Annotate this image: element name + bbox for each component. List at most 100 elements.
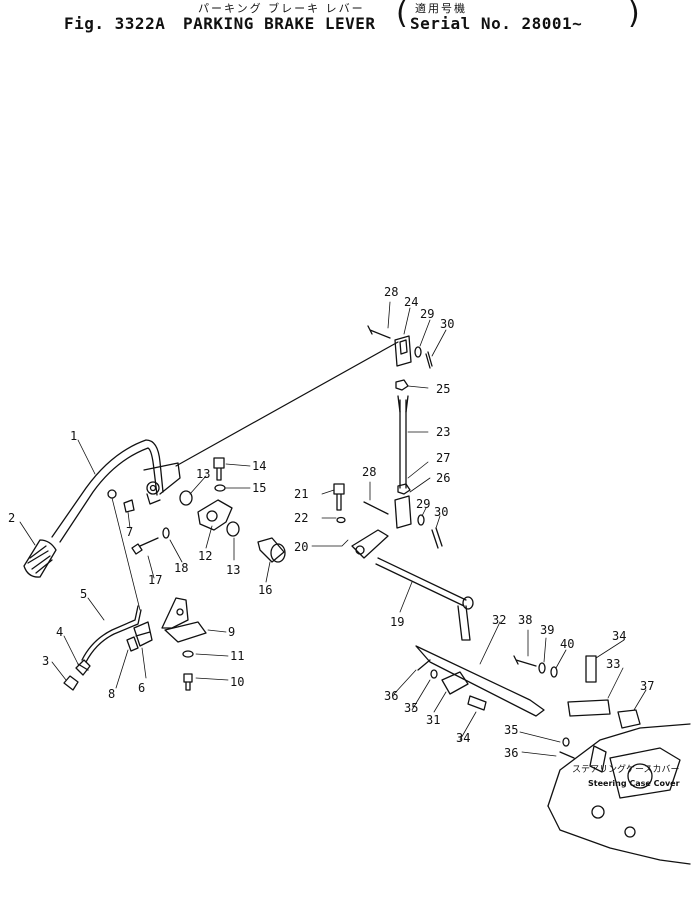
clevis-pin-part (467, 695, 487, 711)
grip-part (23, 539, 57, 578)
callout-38: 38 (518, 613, 532, 627)
callout-14: 14 (252, 459, 266, 473)
callout-27: 27 (436, 451, 450, 465)
figure-number: Fig. 3322A (64, 14, 166, 33)
callout-30-upper: 30 (440, 317, 454, 331)
callout-39: 39 (540, 623, 554, 637)
nut-part (397, 483, 411, 495)
pin-part (123, 499, 135, 513)
washer-part (162, 527, 170, 539)
pivot-pin-part (617, 709, 641, 729)
bolt-part (183, 673, 193, 691)
bushing-part (179, 490, 240, 537)
callout-13-lower: 13 (226, 563, 240, 577)
callout-36-right: 36 (504, 746, 518, 760)
callout-labels: 1 2 3 4 5 6 7 8 9 10 11 12 13 13 14 15 1… (8, 285, 680, 788)
callout-17: 17 (148, 573, 162, 587)
callout-35-left: 35 (404, 701, 418, 715)
callout-2: 2 (8, 511, 15, 525)
washer-part (214, 484, 226, 492)
callout-16: 16 (258, 583, 272, 597)
callout-35-right: 35 (504, 723, 518, 737)
callout-36-left: 36 (384, 689, 398, 703)
callout-26: 26 (436, 471, 450, 485)
title-japanese: パーキング ブレーキ レバー (198, 2, 365, 15)
reference-label-english: Steering Case Cover (588, 779, 680, 788)
page-title: PARKING BRAKE LEVER (183, 14, 376, 33)
serial-number: Serial No. 28001~ (410, 14, 583, 33)
reference-label-japanese: ステアリングケースカバー (572, 763, 680, 775)
callout-15: 15 (252, 481, 266, 495)
cotter-pin-part (425, 351, 433, 369)
yoke-part (394, 495, 412, 529)
callout-13-upper: 13 (196, 467, 210, 481)
support-bracket-part (197, 499, 233, 531)
callout-20: 20 (294, 540, 308, 554)
clevis-part (133, 621, 153, 647)
pin-part (126, 636, 139, 652)
lever-arm-part (351, 529, 389, 559)
callout-29-lower: 29 (416, 497, 430, 511)
callout-34-lower: 34 (456, 731, 470, 745)
callout-18: 18 (174, 561, 188, 575)
callout-10: 10 (230, 675, 244, 689)
threaded-rod-part (397, 395, 409, 489)
callout-33: 33 (606, 657, 620, 671)
callout-21: 21 (294, 487, 308, 501)
callout-6: 6 (138, 681, 145, 695)
washer-part (336, 516, 346, 524)
rod-part (81, 489, 142, 663)
callout-23: 23 (436, 425, 450, 439)
pivot-pin-part (257, 537, 286, 563)
clevis-pin-part (363, 501, 389, 515)
clevis-pin-part (367, 325, 391, 339)
washer-part (562, 737, 570, 747)
yoke-part (394, 335, 412, 367)
bolt-part (333, 483, 345, 511)
washer-part (538, 662, 546, 674)
callout-7: 7 (126, 525, 133, 539)
callout-30-lower: 30 (434, 505, 448, 519)
callout-32: 32 (492, 613, 506, 627)
cross-shaft-part (375, 557, 474, 641)
callout-19: 19 (390, 615, 404, 629)
clevis-part (441, 671, 469, 695)
callout-3: 3 (42, 654, 49, 668)
callout-31: 31 (426, 713, 440, 727)
serial-japanese: 適用号機 (415, 2, 467, 15)
yoke-part (567, 699, 611, 717)
steering-case-cover-part (547, 723, 691, 865)
callout-1: 1 (70, 429, 77, 443)
callout-40: 40 (560, 637, 574, 651)
bracket-part (161, 597, 207, 643)
callout-11: 11 (230, 649, 244, 663)
cotter-pin-part (559, 751, 575, 759)
callout-34-upper: 34 (612, 629, 626, 643)
callout-12: 12 (198, 549, 212, 563)
cable-part (175, 341, 399, 467)
callout-28-lower: 28 (362, 465, 376, 479)
callout-37: 37 (640, 679, 654, 693)
bolt-part (131, 537, 159, 555)
callout-25: 25 (436, 382, 450, 396)
callout-22: 22 (294, 511, 308, 525)
callout-5: 5 (80, 587, 87, 601)
callout-24: 24 (404, 295, 418, 309)
bolt-part (213, 457, 225, 481)
close-paren-glyph: ) (628, 0, 640, 31)
nut-part (395, 379, 409, 391)
parking-lever-part (51, 439, 181, 543)
link-part (415, 645, 545, 717)
open-paren-glyph: ( (396, 0, 408, 31)
callout-28-upper: 28 (384, 285, 398, 299)
callout-9: 9 (228, 625, 235, 639)
washer-part (414, 346, 422, 358)
callout-4: 4 (56, 625, 63, 639)
leader-lines (19, 301, 647, 757)
washer-part (182, 650, 194, 658)
washer-part (430, 669, 438, 679)
cotter-pin-part (417, 659, 431, 671)
washer-part (417, 514, 425, 526)
